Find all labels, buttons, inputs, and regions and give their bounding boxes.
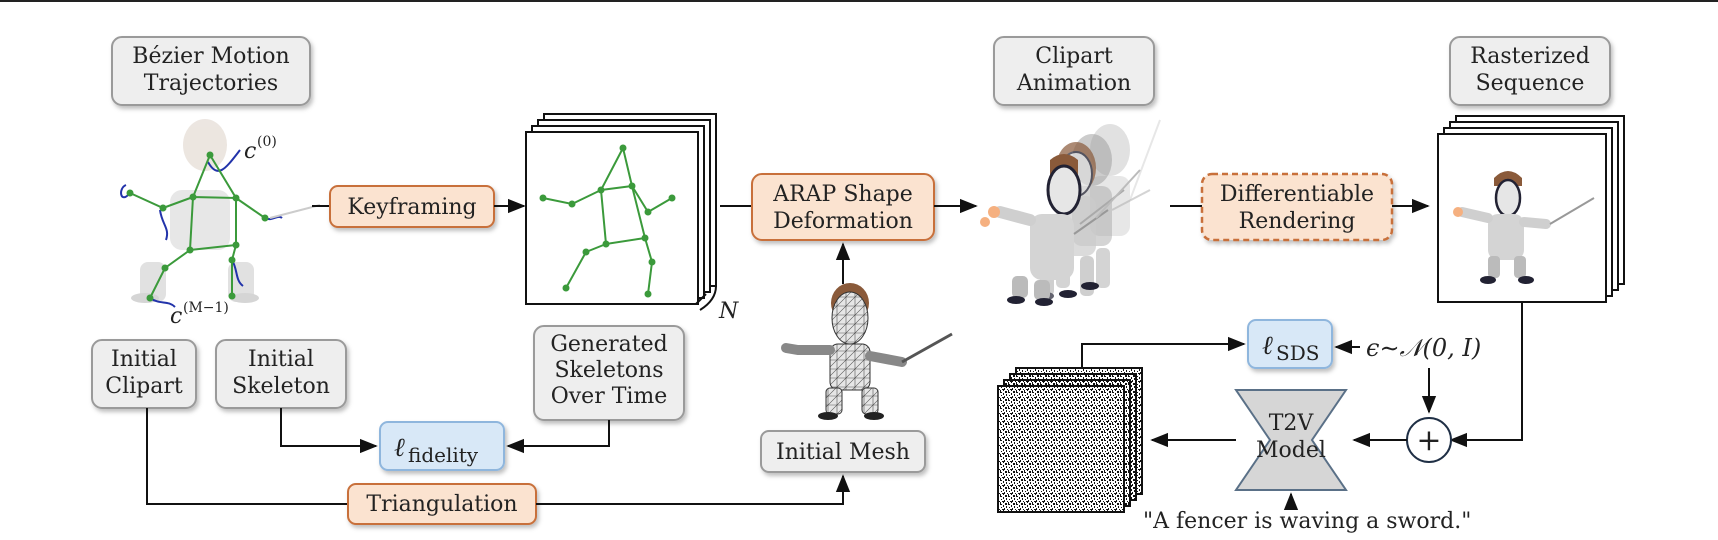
arrow-noise-frames-to-sds	[1081, 336, 1246, 368]
fidelity-loss-subscript: fidelity	[408, 443, 479, 467]
arap-label-line1: ARAP Shape	[772, 182, 913, 207]
rasterized-line2: Sequence	[1476, 71, 1585, 96]
bezier-title-box: Bézier Motion Trajectories	[111, 36, 311, 106]
label-cm-superscript: (M−1)	[183, 300, 229, 316]
generated-skeletons-line1: Generated	[550, 332, 667, 357]
label-c0-superscript: (0)	[257, 134, 277, 150]
label-c0: c	[244, 139, 256, 164]
bezier-title-line1: Bézier Motion	[132, 44, 289, 69]
clipart-animation-figures	[980, 119, 1161, 306]
generated-skeletons-line3: Over Time	[551, 384, 668, 409]
noise-add-operator: +	[1406, 417, 1452, 463]
bezier-title-line2: Trajectories	[144, 71, 278, 96]
rasterized-line1: Rasterized	[1470, 44, 1590, 69]
diff-render-line2: Rendering	[1239, 209, 1356, 234]
initial-clipart-box: Initial Clipart	[91, 339, 197, 409]
noise-distribution-label: ϵ∼𝒩(0, I)	[1366, 334, 1481, 362]
clipart-animation-line2: Animation	[1016, 71, 1131, 96]
clipart-animation-line1: Clipart	[1035, 44, 1113, 69]
fidelity-loss-box: ℓ fidelity	[379, 421, 505, 471]
generated-skeletons-line2: Skeletons	[554, 358, 663, 383]
skeleton-frames-stack: N	[525, 113, 739, 324]
fidelity-loss-symbol: ℓ	[394, 433, 405, 463]
arap-label-line2: Deformation	[773, 209, 913, 234]
sds-loss-symbol: ℓ	[1262, 331, 1273, 361]
initial-mesh-box: Initial Mesh	[760, 430, 926, 473]
initial-skeleton-box: Initial Skeleton	[215, 339, 347, 409]
sds-loss-box: ℓ SDS	[1247, 319, 1333, 369]
arrow-raster-to-plus	[1449, 302, 1523, 448]
noise-frames-stack	[997, 367, 1143, 513]
plus-symbol: +	[1416, 423, 1441, 458]
initial-mesh-label: Initial Mesh	[776, 440, 910, 465]
bezier-skeleton-figure: c (0) c (M−1)	[120, 119, 321, 329]
trajectory-curve	[159, 209, 169, 241]
arap-box: ARAP Shape Deformation	[751, 173, 935, 241]
line-clipart-to-triangulation	[146, 408, 348, 505]
t2v-line2: Model	[1256, 438, 1326, 463]
label-cm: c	[170, 304, 182, 329]
arrow-generated-to-fidelity	[506, 420, 610, 454]
initial-skeleton-line2: Skeleton	[232, 374, 330, 399]
triangulation-box: Triangulation	[347, 483, 537, 525]
sds-loss-subscript: SDS	[1276, 341, 1319, 365]
mesh-figure	[781, 283, 953, 420]
triangulation-label: Triangulation	[366, 492, 517, 517]
keyframing-label: Keyframing	[347, 195, 476, 220]
text-prompt: "A fencer is waving a sword."	[1143, 509, 1471, 534]
trajectory-curve	[207, 149, 241, 172]
arrow-triangulation-to-mesh	[536, 474, 851, 505]
initial-clipart-line1: Initial	[111, 347, 177, 372]
frames-count-n: N	[718, 299, 739, 324]
generated-skeletons-box: Generated Skeletons Over Time	[533, 325, 685, 421]
t2v-line1: T2V	[1269, 411, 1315, 436]
clipart-animation-title-box: Clipart Animation	[993, 36, 1155, 106]
differentiable-rendering-box: Differentiable Rendering	[1200, 172, 1394, 242]
rasterized-title-box: Rasterized Sequence	[1449, 36, 1611, 106]
t2v-model-block: T2V Model	[1234, 389, 1348, 491]
initial-skeleton-line1: Initial	[248, 347, 314, 372]
rasterized-frames-stack	[1437, 115, 1625, 303]
keyframing-box: Keyframing	[329, 185, 495, 228]
arrow-skeleton-to-fidelity	[280, 408, 378, 454]
initial-clipart-line2: Clipart	[105, 374, 183, 399]
diff-render-line1: Differentiable	[1220, 182, 1374, 207]
